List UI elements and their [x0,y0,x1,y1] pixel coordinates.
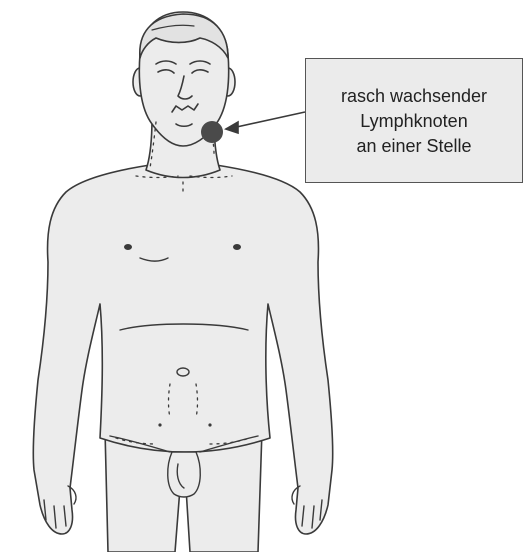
right-nipple [233,244,241,250]
callout-line-2: Lymphknoten [360,110,467,132]
axilla-dot-right [208,423,211,426]
callout-line-1: rasch wachsender [341,85,487,107]
swollen-lymph-node [201,121,223,143]
genital-outline [168,452,201,497]
axilla-dot-left [158,423,161,426]
callout-box: rasch wachsender Lymphknoten an einer St… [305,58,523,183]
callout-arrow [226,112,305,133]
callout-line-3: an einer Stelle [356,135,471,157]
left-nipple [124,244,132,250]
